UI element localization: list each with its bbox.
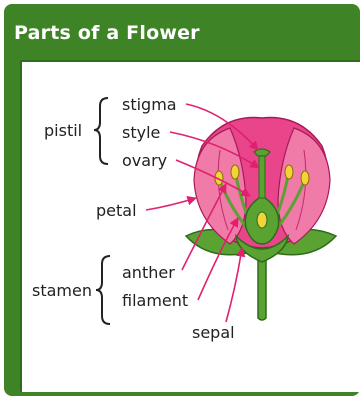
anther-4 xyxy=(301,171,309,185)
label-stigma: stigma xyxy=(122,95,177,114)
anther-2 xyxy=(231,165,239,179)
label-petal: petal xyxy=(96,201,137,220)
label-anther: anther xyxy=(122,263,175,282)
label-style: style xyxy=(122,123,160,142)
arrow-petal xyxy=(146,198,196,210)
ovule xyxy=(257,212,267,228)
label-ovary: ovary xyxy=(122,151,167,170)
style-shape xyxy=(259,154,265,198)
label-sepal: sepal xyxy=(192,323,235,342)
label-filament: filament xyxy=(122,291,188,310)
stigma-shape xyxy=(254,149,270,156)
label-pistil: pistil xyxy=(44,121,82,140)
label-stamen: stamen xyxy=(32,281,92,300)
anther-3 xyxy=(285,165,293,179)
stamen-bracket xyxy=(96,256,110,324)
pistil-bracket xyxy=(94,98,108,164)
arrow-sepal xyxy=(226,248,242,322)
